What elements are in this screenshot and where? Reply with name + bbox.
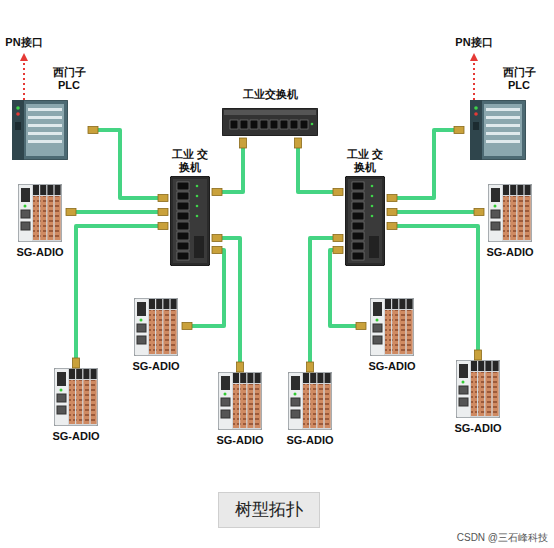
- network-cable: [330, 250, 366, 326]
- cable-plug: [237, 362, 244, 372]
- switch-picture: [170, 176, 210, 266]
- cable-plug: [333, 235, 343, 242]
- caption: 树型拓扑: [235, 493, 303, 527]
- io-module: SG-ADIO: [284, 372, 336, 448]
- io-module: SG-ADIO: [366, 298, 418, 374]
- cable-plug: [387, 223, 397, 230]
- plc-device: 西门子 PLC: [464, 66, 540, 162]
- cable-plug: [333, 247, 343, 254]
- pn-arrow: [470, 53, 478, 61]
- io-module: SG-ADIO: [50, 368, 102, 444]
- plc-picture: [12, 100, 68, 160]
- device-label: 西门子 PLC: [500, 66, 538, 92]
- cable-plug: [240, 138, 247, 148]
- network-cable: [212, 138, 243, 192]
- io-module: SG-ADIO: [214, 372, 266, 448]
- cable-plug: [333, 189, 343, 196]
- industrial-switch: 工业 交换机: [343, 148, 387, 268]
- watermark: CSDN @三石峰科技: [380, 531, 548, 544]
- device-label: SG-ADIO: [452, 422, 504, 435]
- cable-plug: [182, 323, 192, 330]
- cable-plug: [474, 209, 484, 216]
- network-cable: [298, 138, 343, 192]
- network-cable: [66, 210, 168, 214]
- pn-arrow: [20, 53, 28, 61]
- industrial-switch: 工业 交换机: [168, 148, 212, 268]
- io-module-picture: [18, 184, 62, 242]
- network-cable: [387, 130, 464, 198]
- io-module: SG-ADIO: [130, 298, 182, 374]
- cable-plug: [158, 209, 168, 216]
- cable-plug: [158, 223, 168, 230]
- industrial-switch: 工业交换机: [222, 88, 318, 138]
- device-label: 西门子 PLC: [50, 66, 88, 92]
- network-cable: [182, 250, 224, 326]
- device-label: SG-ADIO: [130, 360, 182, 373]
- device-label: 工业 交换机: [343, 148, 387, 174]
- cable-plug: [356, 323, 366, 330]
- cable-plug: [295, 138, 302, 148]
- cable-plug: [212, 247, 222, 254]
- io-module-picture: [288, 372, 332, 430]
- device-label: SG-ADIO: [214, 434, 266, 447]
- plc-device: 西门子 PLC: [8, 66, 88, 162]
- network-cable: [387, 210, 484, 214]
- pn-arrow: [23, 60, 25, 100]
- io-module: SG-ADIO: [452, 360, 504, 436]
- io-module-picture: [54, 368, 98, 426]
- switch-picture: [345, 176, 385, 266]
- device-label: SG-ADIO: [284, 434, 336, 447]
- interface-label: PN接口: [4, 36, 44, 49]
- plc-picture: [470, 100, 526, 160]
- pn-arrow: [470, 53, 478, 100]
- io-module-picture: [488, 184, 532, 242]
- io-module-picture: [370, 298, 414, 356]
- network-cable: [76, 226, 168, 368]
- cable-plug: [454, 127, 464, 134]
- cable-plug: [387, 209, 397, 216]
- cable-plug: [387, 195, 397, 202]
- switch-picture: [222, 108, 318, 136]
- io-module: SG-ADIO: [14, 184, 66, 260]
- cable-plug: [158, 195, 168, 202]
- device-label: SG-ADIO: [484, 246, 536, 259]
- device-label: 工业 交换机: [168, 148, 212, 174]
- interface-label: PN接口: [454, 36, 494, 49]
- device-label: SG-ADIO: [366, 360, 418, 373]
- device-label: SG-ADIO: [14, 246, 66, 259]
- cable-plug: [66, 209, 76, 216]
- network-cable: [212, 238, 240, 372]
- io-module-picture: [218, 372, 262, 430]
- device-label: SG-ADIO: [50, 430, 102, 443]
- cable-plug: [212, 235, 222, 242]
- io-module: SG-ADIO: [484, 184, 536, 260]
- network-cable: [88, 130, 168, 198]
- pn-arrow: [20, 53, 28, 100]
- cable-plug: [73, 358, 80, 368]
- cable-plug: [475, 350, 482, 360]
- cable-plug: [88, 127, 98, 134]
- io-module-picture: [134, 298, 178, 356]
- cable-plug: [307, 362, 314, 372]
- caption-box: 树型拓扑: [218, 492, 320, 528]
- cable-plug: [212, 189, 222, 196]
- pn-arrow: [473, 60, 475, 100]
- io-module-picture: [456, 360, 500, 418]
- network-cable: [310, 238, 343, 372]
- device-label: 工业交换机: [222, 88, 318, 101]
- network-cable: [387, 226, 478, 360]
